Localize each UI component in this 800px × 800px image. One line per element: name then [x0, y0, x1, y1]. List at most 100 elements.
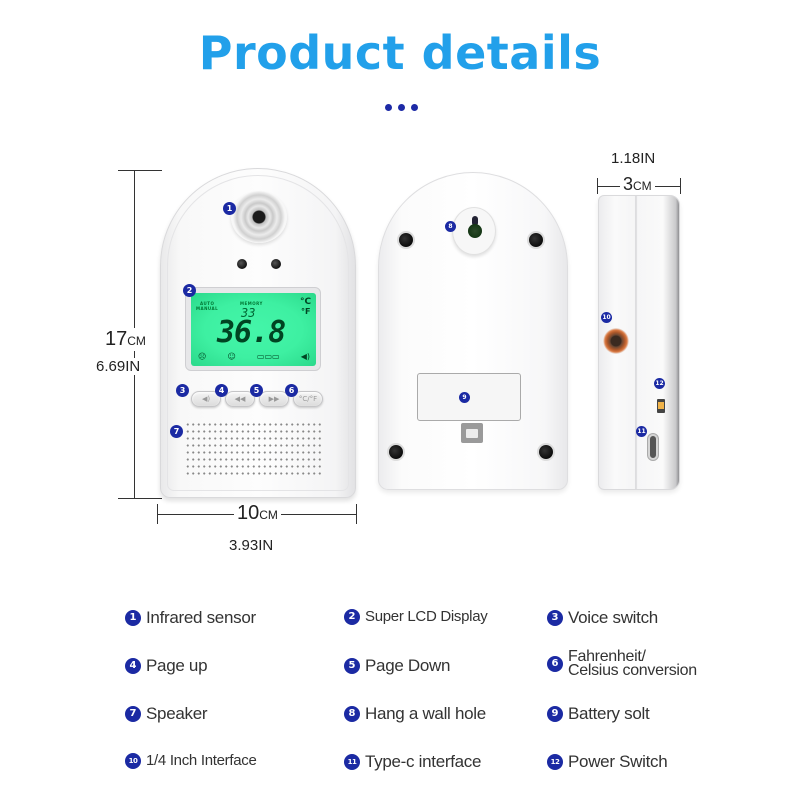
legend-label: Speaker: [146, 704, 208, 723]
depth-dimension-cap-right: [680, 178, 681, 194]
front-bezel: [167, 175, 349, 491]
callout-9: 9: [459, 392, 470, 403]
legend-label: Page Down: [365, 656, 451, 675]
legend-item-wall-hole: 8 Hang a wall hole: [344, 704, 486, 724]
legend-row-2: 4 Page up 5 Page Down 6 Fahrenheit/ Cels…: [122, 648, 722, 680]
legend-number: 1: [125, 610, 141, 626]
legend-number: 6: [547, 656, 563, 672]
legend-item-lcd-display: 2 Super LCD Display: [344, 608, 488, 625]
lcd-unit-fahrenheit: °F: [301, 307, 311, 316]
depth-in-label: 1.18IN: [611, 150, 656, 167]
rubber-foot-top-right: [529, 233, 543, 247]
callout-6: 6: [285, 384, 298, 397]
width-dimension-cap-right: [356, 504, 357, 524]
type-c-port: [648, 434, 658, 460]
legend-item-page-down: 5 Page Down: [344, 656, 451, 676]
legend-number: 5: [344, 658, 360, 674]
depth-cm-label: 3CM: [620, 174, 655, 195]
legend-item-voice-switch: 3 Voice switch: [547, 608, 658, 628]
lcd-temperature: 36.8: [217, 315, 286, 350]
legend-label: 1/4 Inch Interface: [146, 752, 257, 769]
lcd-memory-value: 33: [241, 306, 256, 320]
callout-8: 8: [445, 221, 456, 232]
legend-item-battery-slot: 9 Battery solt: [547, 704, 650, 724]
legend-item-speaker: 7 Speaker: [125, 704, 208, 724]
lcd-status-icons: ☹ ☺ ▭▭▭ ◀): [198, 352, 310, 361]
legend-number: 4: [125, 658, 141, 674]
legend-number: 12: [547, 754, 563, 770]
legend-number: 2: [344, 608, 360, 625]
quarter-inch-interface: [603, 328, 629, 354]
speaker-icon: ◀): [300, 352, 310, 361]
depth-cm-unit: CM: [633, 179, 652, 193]
height-cm-unit: CM: [127, 334, 146, 348]
legend-label: Type-c interface: [365, 752, 482, 771]
legend-number: 3: [547, 610, 563, 626]
lcd-mode-manual: MANUAL: [196, 306, 219, 311]
callout-3: 3: [176, 384, 189, 397]
legend-item-unit-conversion: 6 Fahrenheit/ Celsius conversion: [547, 648, 697, 679]
legend-number: 8: [344, 706, 360, 722]
legend-number: 9: [547, 706, 563, 722]
device-front-view: AUTO MANUAL MEMORY 33 °C °F 36.8 ☹ ☺ ▭▭▭…: [160, 168, 356, 498]
legend-label: Battery solt: [568, 704, 650, 723]
legend-label: Page up: [146, 656, 208, 675]
height-in-label: 6.69IN: [96, 358, 141, 375]
height-dimension-cap-bottom: [118, 498, 162, 499]
page-title: Product details: [198, 26, 602, 80]
width-cm-unit: CM: [259, 508, 278, 522]
lcd-display-frame: AUTO MANUAL MEMORY 33 °C °F 36.8 ☹ ☺ ▭▭▭…: [185, 287, 321, 371]
battery-latch[interactable]: [461, 423, 483, 443]
smile-face-icon: ☺: [227, 352, 236, 361]
callout-12: 12: [654, 378, 665, 389]
speaker-grille: [185, 421, 323, 479]
infrared-sensor: [231, 191, 287, 243]
height-cm-label: 17CM: [103, 328, 148, 351]
lcd-unit-celsius: °C: [300, 297, 312, 307]
callout-10: 10: [601, 312, 612, 323]
legend-row-3: 7 Speaker 8 Hang a wall hole 9 Battery s…: [122, 698, 722, 728]
keyhole-icon: [468, 216, 482, 246]
depth-cm-value: 3: [623, 174, 634, 194]
legend-item-type-c: 11 Type-c interface: [344, 752, 481, 772]
power-switch[interactable]: [657, 399, 665, 413]
callout-11: 11: [636, 426, 647, 437]
title-divider-dots: [385, 104, 418, 111]
callout-7: 7: [170, 425, 183, 438]
rubber-foot-top-left: [399, 233, 413, 247]
voice-switch-button[interactable]: ◀): [191, 391, 221, 407]
legend-label: Power Switch: [568, 752, 668, 771]
legend-number: 10: [125, 752, 141, 769]
lcd-memory-label: MEMORY: [240, 301, 263, 306]
legend-label: Infrared sensor: [146, 608, 256, 627]
device-back-view: [378, 172, 568, 490]
rubber-foot-bottom-right: [539, 445, 553, 459]
lcd-display: AUTO MANUAL MEMORY 33 °C °F 36.8 ☹ ☺ ▭▭▭…: [191, 293, 316, 366]
battery-icon: ▭▭▭: [256, 352, 280, 361]
legend-item-page-up: 4 Page up: [125, 656, 208, 676]
page-up-button[interactable]: ◀◀: [225, 391, 255, 407]
sad-face-icon: ☹: [198, 352, 207, 361]
legend-item-infrared-sensor: 1 Infrared sensor: [125, 608, 256, 628]
width-cm-value: 10: [237, 502, 260, 524]
rubber-foot-bottom-left: [389, 445, 403, 459]
page-down-button[interactable]: ▶▶: [259, 391, 289, 407]
legend-label: Fahrenheit/ Celsius conversion: [568, 648, 697, 679]
legend-label: Hang a wall hole: [365, 704, 486, 723]
height-cm-value: 17: [105, 328, 128, 350]
depth-dimension-cap-left: [597, 178, 598, 194]
wall-hang-hole: [452, 207, 496, 255]
legend-number: 7: [125, 706, 141, 722]
lcd-mode-auto: AUTO: [200, 301, 215, 306]
callout-2: 2: [183, 284, 196, 297]
width-dimension-cap-left: [157, 504, 158, 524]
indicator-led-right: [271, 259, 281, 269]
legend-number: 11: [344, 754, 360, 770]
legend-item-power-switch: 12 Power Switch: [547, 752, 668, 772]
unit-toggle-button[interactable]: °C/°F: [293, 391, 323, 407]
height-dimension-cap-top: [118, 170, 162, 171]
legend-row-1: 1 Infrared sensor 2 Super LCD Display 3 …: [122, 602, 722, 632]
callout-4: 4: [215, 384, 228, 397]
legend-row-4: 10 1/4 Inch Interface 11 Type-c interfac…: [122, 746, 722, 776]
legend-label: Super LCD Display: [365, 608, 488, 625]
